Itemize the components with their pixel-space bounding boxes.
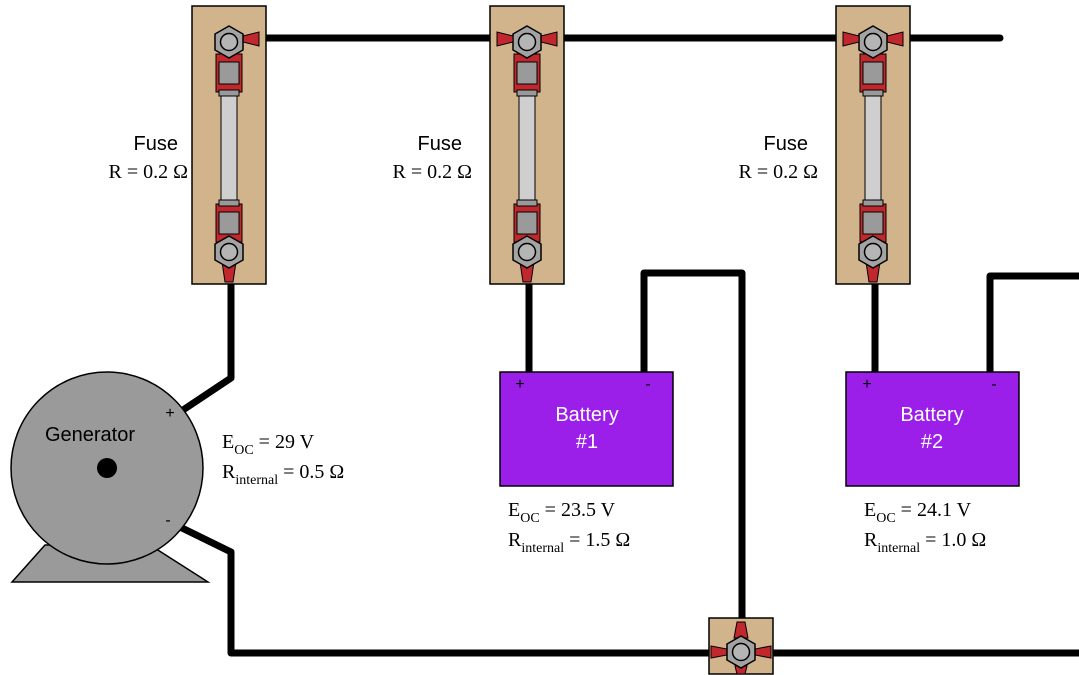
battery-2-body [845,371,1020,487]
battery-1-body [499,371,674,487]
battery-1-eoc: EOC = 23.5 V [508,499,616,526]
battery-1: + - Battery #1 [499,371,674,487]
wires [176,34,1079,657]
fuse-2-title: Fuse [418,133,462,155]
fuse-1-resistance: R = 0.2 Ω [109,161,188,183]
battery-1-minus: - [645,376,650,393]
generator-minus: - [165,512,170,529]
generator-plus-wire [176,278,235,416]
battery-2-label-line1: Battery [900,404,963,426]
battery1-minus-wire [640,269,746,634]
battery-1-rinternal: Rinternal = 1.5 Ω [508,529,630,556]
generator-rinternal: Rinternal = 0.5 Ω [222,461,344,488]
battery-2-minus: - [991,376,996,393]
battery2-minus-wire [986,272,1079,376]
generator-shaft [97,458,117,478]
fuse-2 [490,6,564,284]
fuse-2-resistance: R = 0.2 Ω [393,161,472,183]
fuse-1 [192,6,266,284]
battery-2-plus: + [862,376,871,393]
bottom-terminal-block [708,617,774,675]
fuse-3-resistance: R = 0.2 Ω [739,161,818,183]
bottom-return-wire [178,524,1079,657]
generator-plus: + [165,405,174,422]
battery-2: + - Battery #2 [845,371,1020,487]
generator-title: Generator [45,424,135,446]
battery-1-label-line1: Battery [555,404,618,426]
fuse-1-title: Fuse [134,133,178,155]
battery-1-label-line2: #1 [576,431,598,453]
battery-2-rinternal: Rinternal = 1.0 Ω [864,529,986,556]
battery-2-label-line2: #2 [921,431,943,453]
generator-eoc: EOC = 29 V [222,431,315,458]
battery-2-eoc: EOC = 24.1 V [864,499,972,526]
battery-1-plus: + [515,376,524,393]
fuse-3-title: Fuse [764,133,808,155]
generator: Generator + - [10,371,211,583]
fuse-3 [836,6,910,284]
